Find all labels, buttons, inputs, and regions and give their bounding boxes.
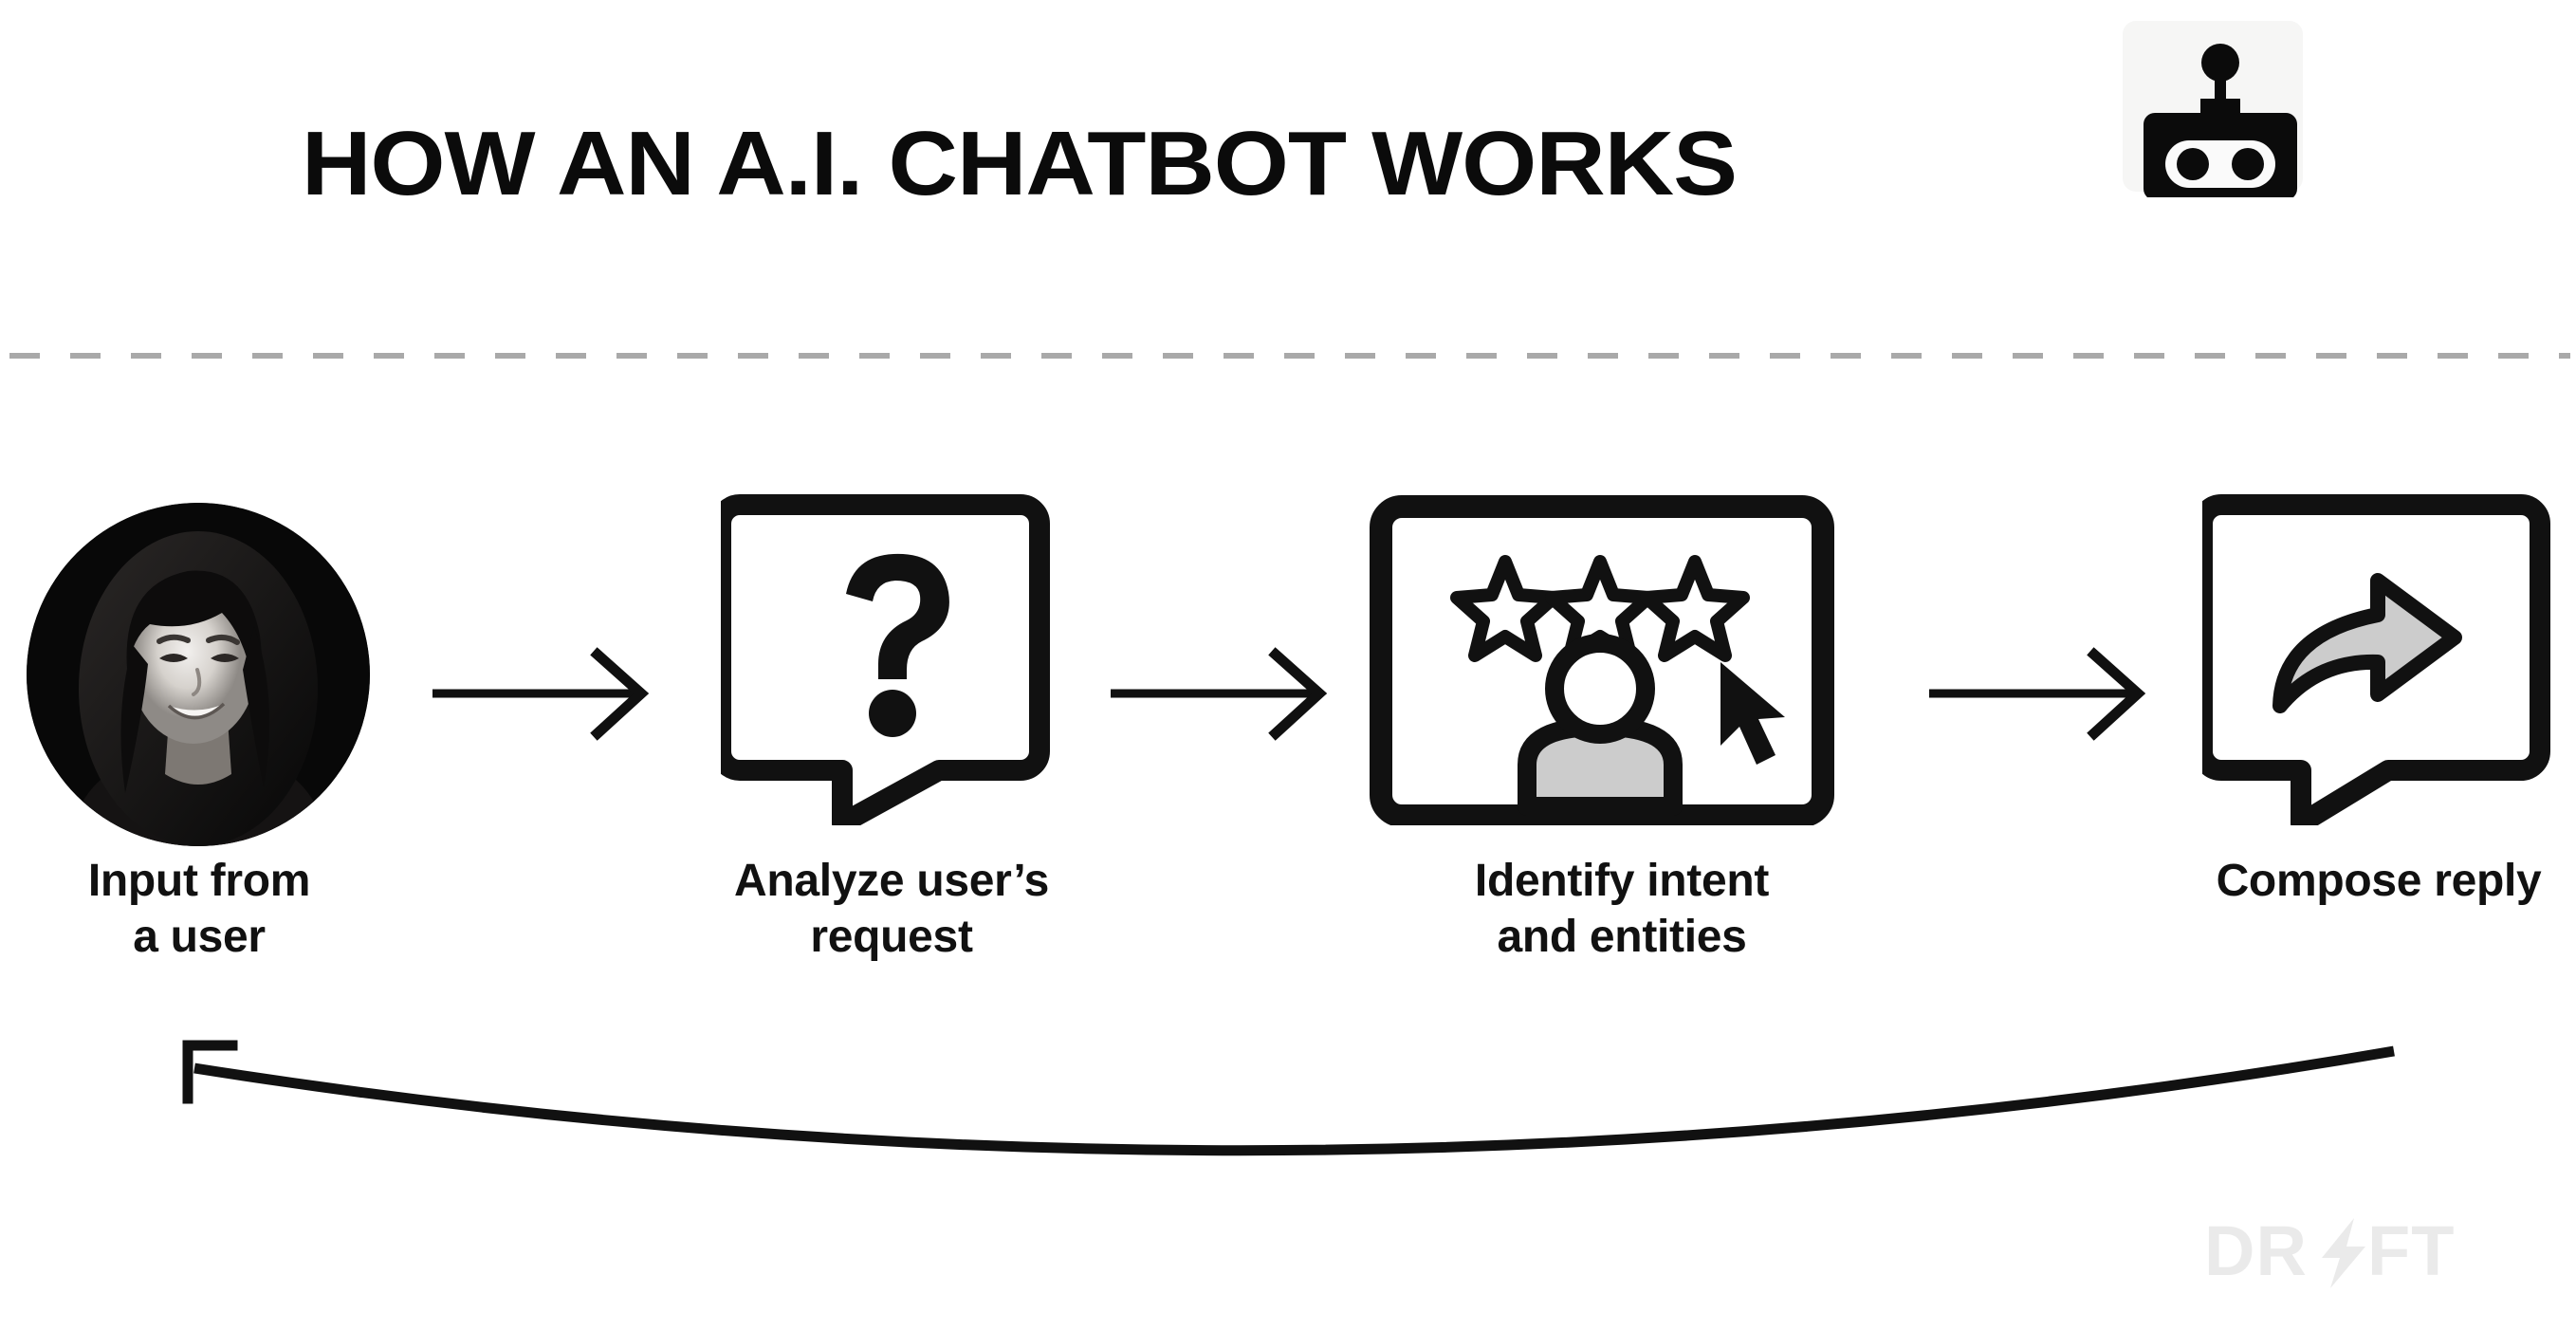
process-flow: Input from a user Analyze user’s request (0, 474, 2576, 962)
header: HOW AN A.I. CHATBOT WORKS (0, 0, 2576, 337)
speech-bubble-question-icon (710, 493, 1062, 834)
svg-text:DR: DR (2204, 1212, 2308, 1290)
robot-icon (2121, 17, 2320, 200)
user-photo-avatar (27, 503, 370, 846)
flow-step-label: Analyze user’s request (734, 856, 1049, 962)
svg-text:FT: FT (2367, 1212, 2455, 1290)
page-title: HOW AN A.I. CHATBOT WORKS (302, 113, 1738, 214)
flow-step-label: Input from a user (87, 856, 311, 962)
drift-logo: DR FT (2204, 1211, 2527, 1292)
flow-step-input-from-user: Input from a user (0, 474, 398, 962)
arrow-right-icon (1105, 641, 1352, 746)
flow-step-label: Compose reply (2216, 856, 2542, 906)
feedback-loop-arrow (0, 968, 2576, 1214)
speech-bubble-reply-arrow-icon (2192, 493, 2563, 834)
arrow-right-icon (1923, 641, 2170, 746)
screen-stars-person-cursor-icon (1368, 493, 1861, 830)
arrow-right-icon (427, 641, 673, 746)
flow-step-label: Identify intent and entities (1474, 856, 1770, 962)
flow-step-compose-reply: Compose reply (2181, 474, 2576, 906)
flow-step-identify-intent: Identify intent and entities (1347, 474, 1897, 962)
flow-step-analyze-request: Analyze user’s request (702, 474, 1081, 962)
dashed-divider (9, 353, 2570, 359)
